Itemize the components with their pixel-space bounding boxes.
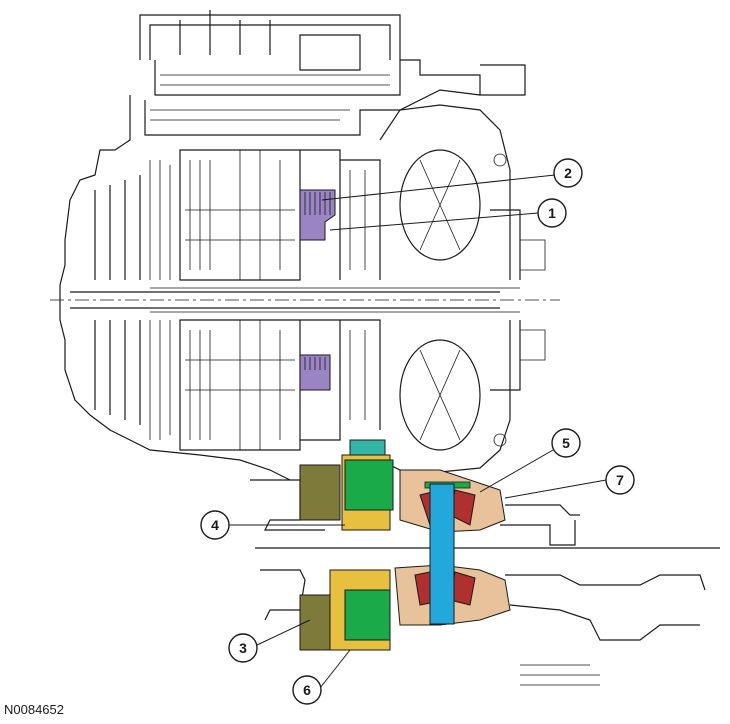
callout-5-label: 5: [562, 435, 570, 451]
callout-1-label: 1: [548, 205, 556, 221]
torque-converter: [379, 104, 546, 473]
green-planet-gear-lower: [344, 589, 391, 641]
callout-2-label: 2: [564, 165, 572, 181]
figure-id: N0084652: [4, 702, 64, 717]
green-planet-gear-upper: [344, 459, 394, 511]
olive-bearing-upper: [299, 464, 341, 521]
callout-5: 5: [551, 428, 581, 458]
callout-7-label: 7: [616, 472, 624, 488]
callout-6-label: 6: [303, 682, 311, 698]
callout-leaders: [228, 174, 607, 689]
callout-3: 3: [228, 633, 258, 663]
purple-one-way-clutch: [299, 189, 336, 391]
callout-4-label: 4: [211, 517, 219, 533]
callout-2: 2: [553, 158, 583, 188]
blue-halfshaft: [429, 483, 455, 625]
callout-4: 4: [200, 510, 230, 540]
transmission-housing: [50, 10, 560, 481]
final-drive-assembly: [250, 439, 720, 686]
callout-7: 7: [605, 465, 635, 495]
callout-6: 6: [292, 675, 322, 705]
callout-3-label: 3: [239, 640, 247, 656]
callout-1: 1: [537, 198, 567, 228]
